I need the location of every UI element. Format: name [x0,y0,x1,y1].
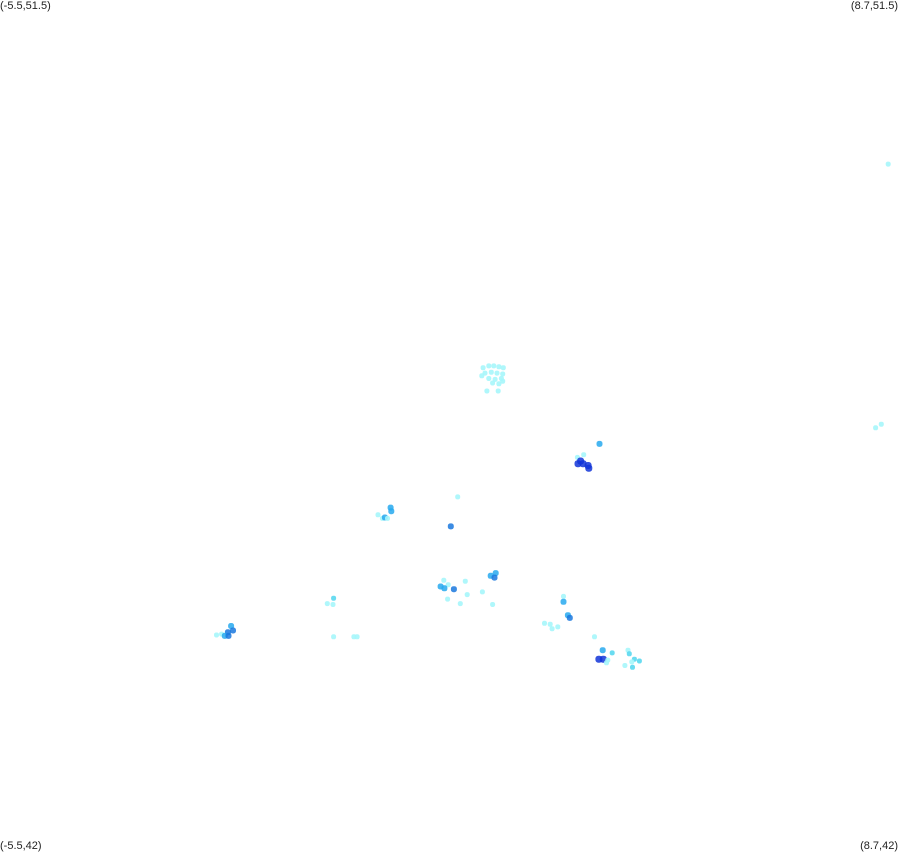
data-point [331,595,337,601]
data-point [214,632,219,638]
data-point [500,365,506,371]
corner-label-bottom-left: (-5.5,42) [0,840,42,852]
data-point [604,660,609,666]
data-point [885,161,891,167]
data-point [629,659,635,665]
data-point [385,515,390,521]
data-point [547,621,553,627]
data-point [354,634,360,640]
corner-label-top-right: (8.7,51.5) [850,0,898,12]
data-point [484,388,490,394]
data-point [561,593,566,599]
data-point [480,365,486,371]
data-point [479,373,485,379]
data-point [479,589,485,595]
data-point [445,582,451,588]
data-point [445,596,451,602]
data-point [873,425,879,431]
data-point [592,634,597,640]
data-point [542,620,547,626]
data-point [490,380,496,386]
data-point [566,614,573,621]
data-point [630,664,635,670]
data-point [878,421,884,427]
data-point [457,601,463,607]
corner-label-top-left: (-5.5,51.5) [0,0,51,12]
data-point [488,369,494,375]
data-point [585,464,593,472]
data-point [494,370,500,376]
data-point [495,388,501,394]
data-point [500,378,506,384]
data-point [330,602,336,607]
data-point [609,650,615,656]
data-point [496,364,502,370]
data-point [331,634,337,640]
data-point [549,626,555,632]
data-point [486,363,492,369]
data-point [596,440,603,447]
data-point [622,663,628,668]
data-point [555,624,561,630]
data-point [464,592,470,598]
data-point [581,452,587,458]
data-point [447,523,454,530]
data-point [441,577,447,583]
data-point [441,585,448,592]
data-point [462,578,468,584]
data-point [500,371,506,377]
data-point [491,363,497,369]
data-point [230,627,236,634]
data-point [450,586,457,593]
data-point [491,574,498,581]
data-point [577,457,585,465]
data-point [560,598,567,605]
data-point [496,381,502,387]
data-point [599,647,606,654]
data-point [388,508,395,515]
data-point [375,512,381,518]
data-point [636,658,642,664]
data-point [490,602,496,607]
data-point [492,376,498,382]
data-point [486,376,492,381]
data-point [225,632,232,639]
data-point [626,651,632,657]
points-layer [214,161,891,670]
data-point [324,601,330,607]
corner-label-bottom-right: (8.7,42) [860,840,898,852]
data-point [455,494,461,500]
